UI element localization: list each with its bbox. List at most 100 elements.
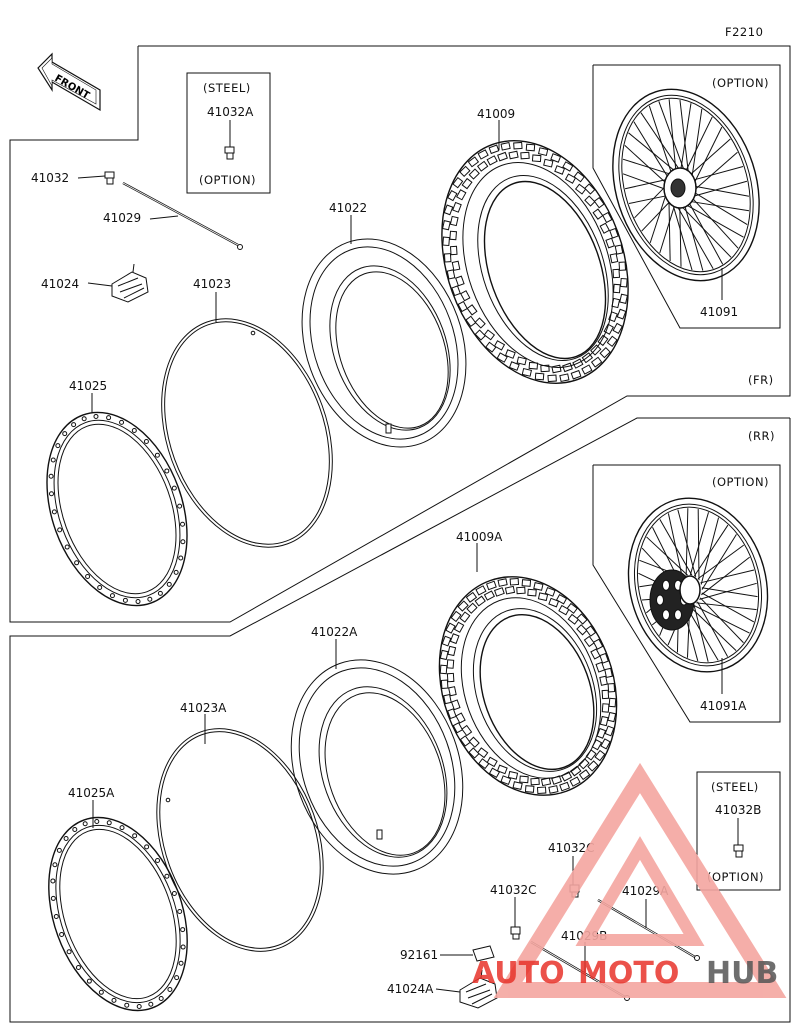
spoke-hole <box>178 960 184 966</box>
part-label-41009: 41009 <box>477 107 515 121</box>
wheel-spoke <box>693 524 729 577</box>
wheel-spoke <box>690 165 744 182</box>
spoke-hole <box>50 878 56 884</box>
tread-knob <box>447 189 458 202</box>
spoke-hole <box>71 422 77 428</box>
tread-knob <box>451 260 461 271</box>
tread-knob <box>584 195 596 207</box>
tread-knob <box>618 261 627 271</box>
wheel-spoke <box>633 121 671 181</box>
spoke-hole <box>124 1002 130 1008</box>
tread-knob <box>446 659 455 669</box>
tread-knob <box>612 268 621 279</box>
tread-knob <box>559 373 570 383</box>
watermark-text-auto: AUTO <box>472 956 565 991</box>
spoke-hole <box>173 569 179 575</box>
valve-nut-icon <box>224 146 235 160</box>
tread-knob <box>599 652 609 664</box>
tread-knob <box>488 144 500 155</box>
spoke-hole <box>111 997 117 1003</box>
spoke-hole <box>86 978 92 984</box>
tread-knob <box>457 600 469 612</box>
wheel-spoke <box>668 99 677 174</box>
spoke-hole <box>94 819 100 825</box>
wheel-spoke <box>690 108 703 183</box>
rim-band-41023 <box>161 292 333 548</box>
tread-knob <box>455 712 466 724</box>
tread-knob <box>486 756 498 768</box>
tread-knob <box>587 760 599 772</box>
tread-knob <box>442 236 450 247</box>
tread-knob <box>447 708 457 720</box>
tread-knob <box>530 777 540 786</box>
spoke-hole <box>171 485 177 491</box>
tread-knob <box>460 290 471 302</box>
tread-knob <box>576 624 588 636</box>
part-label-41032A: 41032A <box>207 105 254 119</box>
tread-knob <box>609 227 619 239</box>
tread-knob <box>604 725 615 737</box>
spoke-hole <box>180 944 186 950</box>
wheel-spoke <box>687 138 731 178</box>
front-section-label: (FR) <box>748 373 774 387</box>
spoke-hole <box>106 820 112 826</box>
tread-knob <box>564 173 577 184</box>
svg-text:(STEEL): (STEEL) <box>203 81 251 95</box>
wheel-spoke <box>641 198 673 232</box>
spoke-hole <box>52 862 58 868</box>
tread-knob <box>483 590 496 601</box>
rim-lock-41024 <box>87 263 149 303</box>
wheel-spoke <box>701 556 750 596</box>
tread-knob <box>605 237 615 249</box>
tread-knob <box>459 735 471 747</box>
wheel-spoke <box>624 145 669 186</box>
wheel-spoke <box>701 587 758 598</box>
spoke-hole <box>57 527 63 533</box>
watermark-text-moto: MOTO <box>578 956 679 991</box>
tread-knob <box>465 591 478 603</box>
tread-knob <box>493 340 506 351</box>
tread-knob <box>560 771 573 782</box>
tread-knob <box>590 356 603 368</box>
tread-knob <box>616 308 627 320</box>
tread-knob <box>500 775 512 786</box>
tread-knob <box>521 367 533 377</box>
part-label-41022A: 41022A <box>311 625 358 639</box>
tread-knob <box>496 764 508 775</box>
spoke-hole <box>48 473 54 479</box>
spoke-hole <box>64 544 70 550</box>
tread-knob <box>533 582 544 591</box>
tread-knob <box>583 635 595 648</box>
wheel-spoke <box>658 101 687 176</box>
tread-knob <box>551 364 562 374</box>
wheel-spoke <box>668 193 671 262</box>
tread-knob <box>439 649 449 661</box>
wheel-spoke <box>701 534 737 590</box>
inner-tube-41022 <box>301 215 467 448</box>
spoke-hole <box>119 419 125 425</box>
tread-knob <box>567 613 580 625</box>
tread-knob <box>562 161 574 172</box>
tread-knob <box>446 672 455 683</box>
tread-knob <box>442 220 451 231</box>
tread-knob <box>455 275 465 287</box>
tread-knob <box>576 613 588 625</box>
tread-knob <box>609 253 619 264</box>
spoke-hole <box>148 1001 154 1007</box>
tread-knob <box>620 277 628 288</box>
spoke-hole <box>72 827 78 833</box>
tread-knob <box>607 683 616 693</box>
wheel-spoke <box>679 99 690 179</box>
tread-knob <box>554 165 566 175</box>
front-section-frame <box>9 45 791 623</box>
wheel-spoke <box>667 513 683 579</box>
tread-knob <box>570 765 582 777</box>
part-92161 <box>440 945 495 962</box>
tread-knob <box>612 283 621 294</box>
tread-knob <box>477 149 489 160</box>
tread-knob <box>521 579 532 587</box>
spoke-hole <box>56 847 62 853</box>
spoke-hole <box>66 949 72 955</box>
sprocket-hole <box>656 594 664 606</box>
spoke-hole <box>55 443 61 449</box>
